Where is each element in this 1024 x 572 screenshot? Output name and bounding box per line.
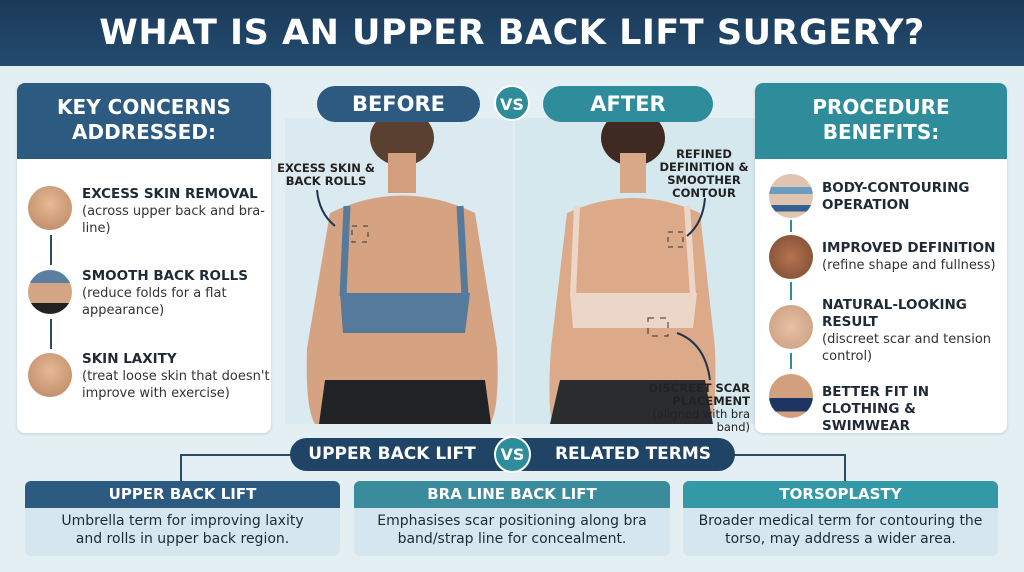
concern-desc: (reduce folds for a flat appearance) [82,286,227,318]
back-rolls-thumbnail [28,270,72,314]
heading-line: BENEFITS: [822,120,940,144]
before-after-photos [285,118,755,424]
concern-title: SKIN LAXITY [82,351,177,367]
arrow-down-icon [790,282,792,300]
concern-title: EXCESS SKIN REMOVAL [82,186,258,202]
skin-laxity-thumbnail [28,353,72,397]
card-desc: Broader medical term for contouring the … [698,513,983,547]
term-card-torsoplasty: TORSOPLASTY Broader medical term for con… [683,481,998,556]
after-label: AFTER [543,86,713,122]
annotation-arrow-icon [676,332,711,381]
before-annotation: EXCESS SKIN & BACK ROLLS [277,161,375,188]
benefit-item: BODY-CONTOURING OPERATION [822,180,970,213]
annotation-arrow-icon [686,197,706,237]
related-terms-banner: UPPER BACK LIFT VS RELATED TERMS [290,436,735,473]
excess-skin-thumbnail [28,186,72,230]
card-title: BRA LINE BACK LIFT [354,481,670,508]
annotation-title: DISCREET SCAR PLACEMENT [648,381,750,408]
arrow-down-icon [50,319,52,349]
before-label: BEFORE [317,86,480,122]
arrow-down-icon [50,235,52,265]
annotation-desc: (aligned with bra band) [652,407,750,434]
concern-title: SMOOTH BACK ROLLS [82,268,248,284]
benefits-heading: PROCEDURE BENEFITS: [755,83,1007,159]
benefit-desc: (refine shape and fullness) [822,258,996,273]
concern-desc: (across upper back and bra-line) [82,204,265,236]
benefit-item: IMPROVED DEFINITION (refine shape and ful… [822,240,1007,274]
benefit-desc: (discreet scar and tension control) [822,332,992,364]
after-annotation-bottom: DISCREET SCAR PLACEMENT (aligned with br… [620,382,750,434]
annotation-arrow-icon [316,189,336,227]
concern-item: EXCESS SKIN REMOVAL (across upper back an… [82,186,267,237]
benefit-title: NATURAL-LOOKING RESULT [822,297,967,330]
connector-line [180,454,182,481]
banner-right-label: RELATED TERMS [554,444,712,464]
concern-desc: (treat loose skin that doesn't improve w… [82,369,270,401]
card-title: TORSOPLASTY [683,481,998,508]
after-annotation-top: REFINED DEFINITION & SMOOTHER CONTOUR [659,147,749,200]
arrow-down-icon [790,220,792,232]
page-title: WHAT IS AN UPPER BACK LIFT SURGERY? [0,0,1024,66]
natural-result-thumbnail [769,305,813,349]
vs-badge: VS [494,85,530,121]
banner-left-label: UPPER BACK LIFT [308,444,476,464]
heading-line: KEY CONCERNS [57,95,231,119]
heading-line: PROCEDURE [812,95,950,119]
concern-item: SKIN LAXITY (treat loose skin that doesn'… [82,351,271,402]
body-contouring-thumbnail [769,174,813,218]
key-concerns-panel: KEY CONCERNS ADDRESSED: EXCESS SKIN REMO… [17,83,271,433]
connector-line [844,454,846,481]
key-concerns-heading: KEY CONCERNS ADDRESSED: [17,83,271,159]
procedure-benefits-panel: PROCEDURE BENEFITS: BODY-CONTOURING OPER… [755,83,1007,433]
vs-badge: VS [494,436,531,473]
card-desc: Emphasises scar positioning along bra ba… [377,513,647,547]
concern-item: SMOOTH BACK ROLLS (reduce folds for a fla… [82,268,267,319]
improved-definition-thumbnail [769,235,813,279]
card-title: UPPER BACK LIFT [25,481,340,508]
better-fit-thumbnail [769,374,813,418]
term-card-bra-line: BRA LINE BACK LIFT Emphasises scar posit… [354,481,670,556]
benefit-item: BETTER FIT IN CLOTHING & SWIMWEAR [822,384,930,433]
after-back-figure [549,118,716,424]
term-card-upper-back-lift: UPPER BACK LIFT Umbrella term for improv… [25,481,340,556]
before-back-figure [306,118,498,424]
heading-line: ADDRESSED: [72,120,216,144]
card-desc: Umbrella term for improving laxity and r… [61,513,304,547]
benefit-item: NATURAL-LOOKING RESULT(discreet scar and… [822,297,1002,365]
benefit-title: IMPROVED DEFINITION [822,240,996,256]
arrow-down-icon [790,353,792,369]
